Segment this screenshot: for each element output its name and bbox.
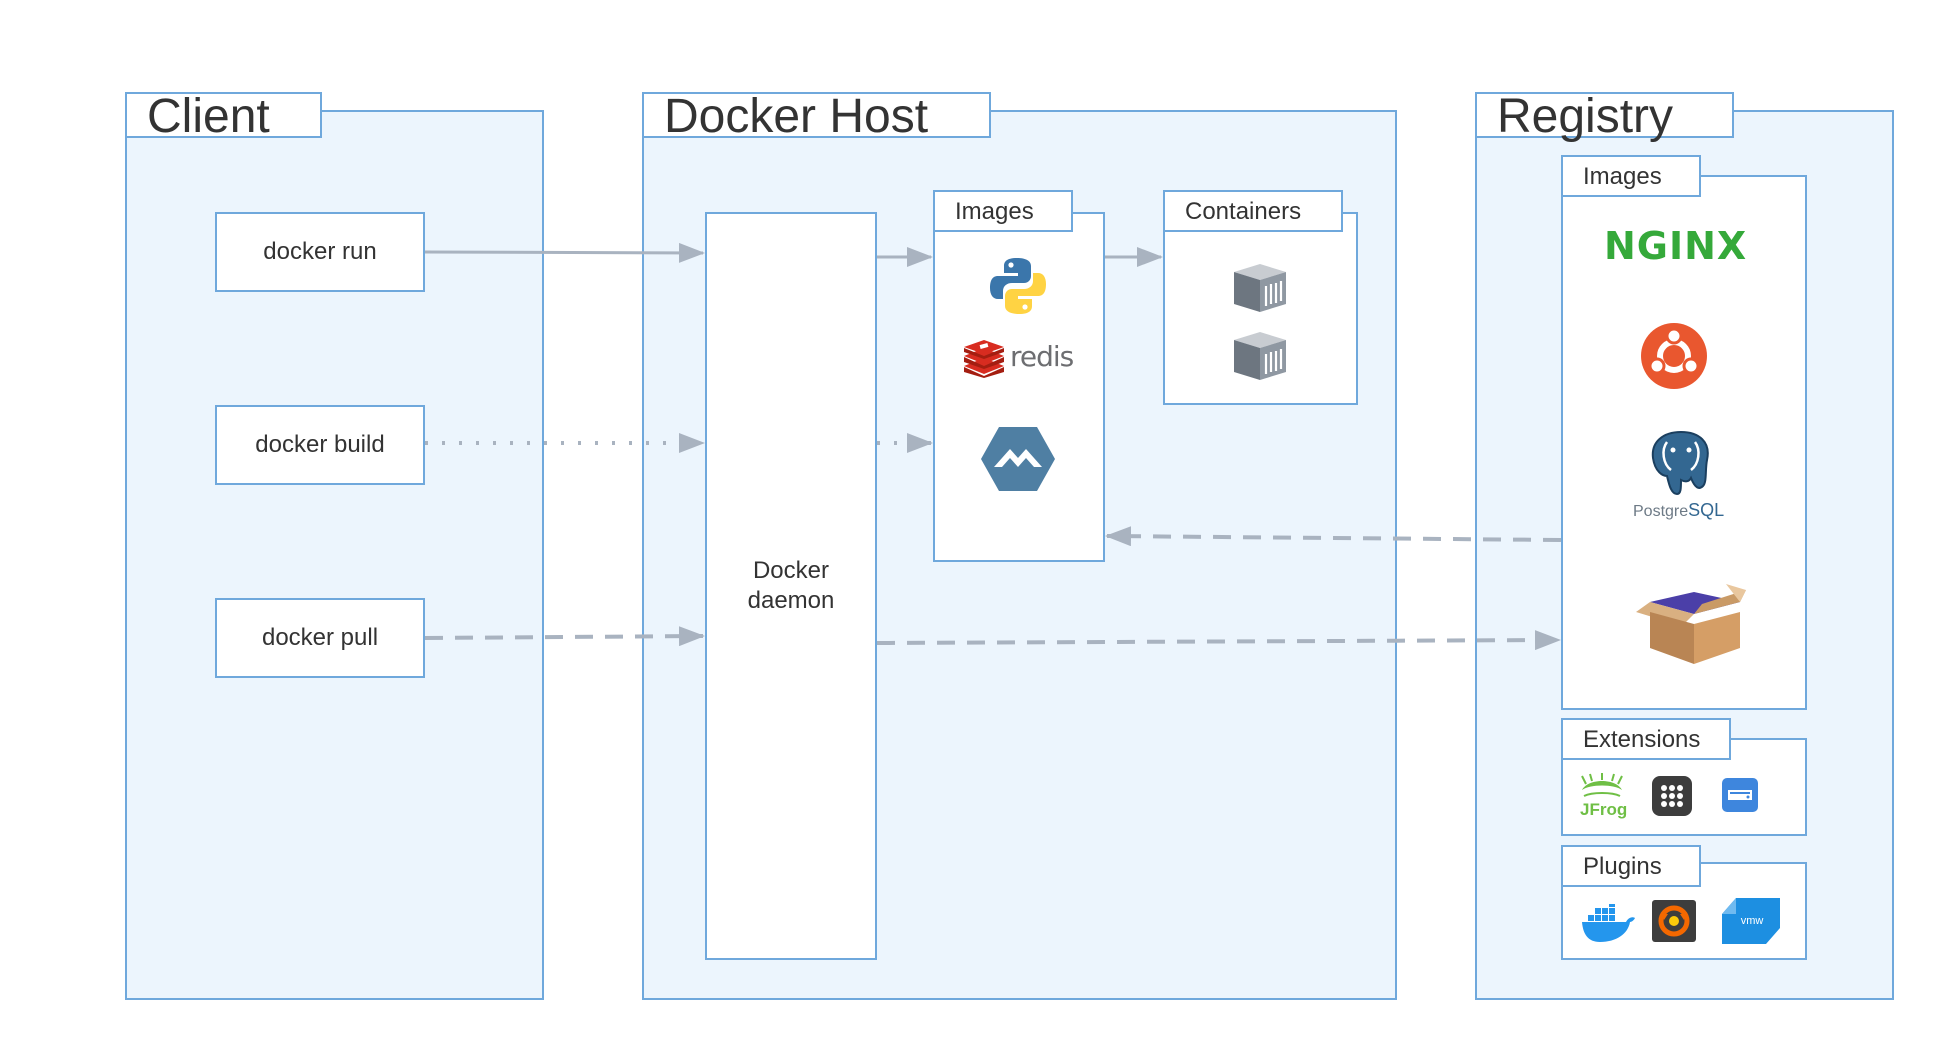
- postgresql-word: PostgreSQL: [1633, 500, 1724, 521]
- docker-daemon-box: Docker daemon: [705, 212, 877, 960]
- arrow-pull-to-daemon: [424, 626, 705, 647]
- grid-app-icon: [1652, 776, 1692, 816]
- container-icon-2: [1234, 332, 1286, 380]
- registry-extensions-label: Extensions: [1561, 718, 1731, 760]
- client-title: Client: [125, 92, 322, 141]
- redis-word: redis: [1010, 340, 1074, 373]
- docker-daemon-label-line1: Docker: [752, 557, 829, 584]
- docker-daemon-label-line2: daemon: [747, 587, 835, 614]
- grafana-icon: [1652, 900, 1696, 942]
- docker-host-title: Docker Host: [642, 92, 991, 141]
- registry-title: Registry: [1475, 92, 1734, 141]
- host-images-label: Images: [933, 190, 1073, 232]
- docker-pull-command: docker pull: [215, 598, 425, 678]
- registry-plugins-label: Plugins: [1561, 845, 1701, 887]
- postgresql-word-part1: Postgre: [1633, 503, 1689, 520]
- vmware-icon: vmw: [1722, 898, 1780, 944]
- redis-icon: [964, 340, 1004, 378]
- postgresql-word-part2: SQL: [1688, 500, 1725, 520]
- postgresql-icon: [1651, 430, 1709, 496]
- box-icon: [1636, 584, 1746, 664]
- jfrog-icon: [1581, 773, 1623, 797]
- jfrog-word: JFrog: [1580, 800, 1628, 819]
- arrow-daemon-to-registry: [876, 630, 1561, 651]
- vmware-word: vmw: [1741, 915, 1764, 927]
- docker-build-command: docker build: [215, 405, 425, 485]
- python-icon: [990, 258, 1046, 314]
- host-containers-label: Containers: [1163, 190, 1343, 232]
- arrow-registry-to-images: [1105, 526, 1562, 547]
- docker-run-command: docker run: [215, 212, 425, 292]
- docker-whale-icon: [1582, 904, 1635, 942]
- registry-images-label: Images: [1561, 155, 1701, 197]
- nginx-logo: NGINX: [1604, 224, 1748, 268]
- arrow-run-to-daemon: [424, 242, 705, 263]
- alpine-icon: [981, 427, 1055, 491]
- ubuntu-icon: [1641, 323, 1707, 389]
- disk-icon: [1722, 778, 1758, 812]
- container-icon-1: [1234, 264, 1286, 312]
